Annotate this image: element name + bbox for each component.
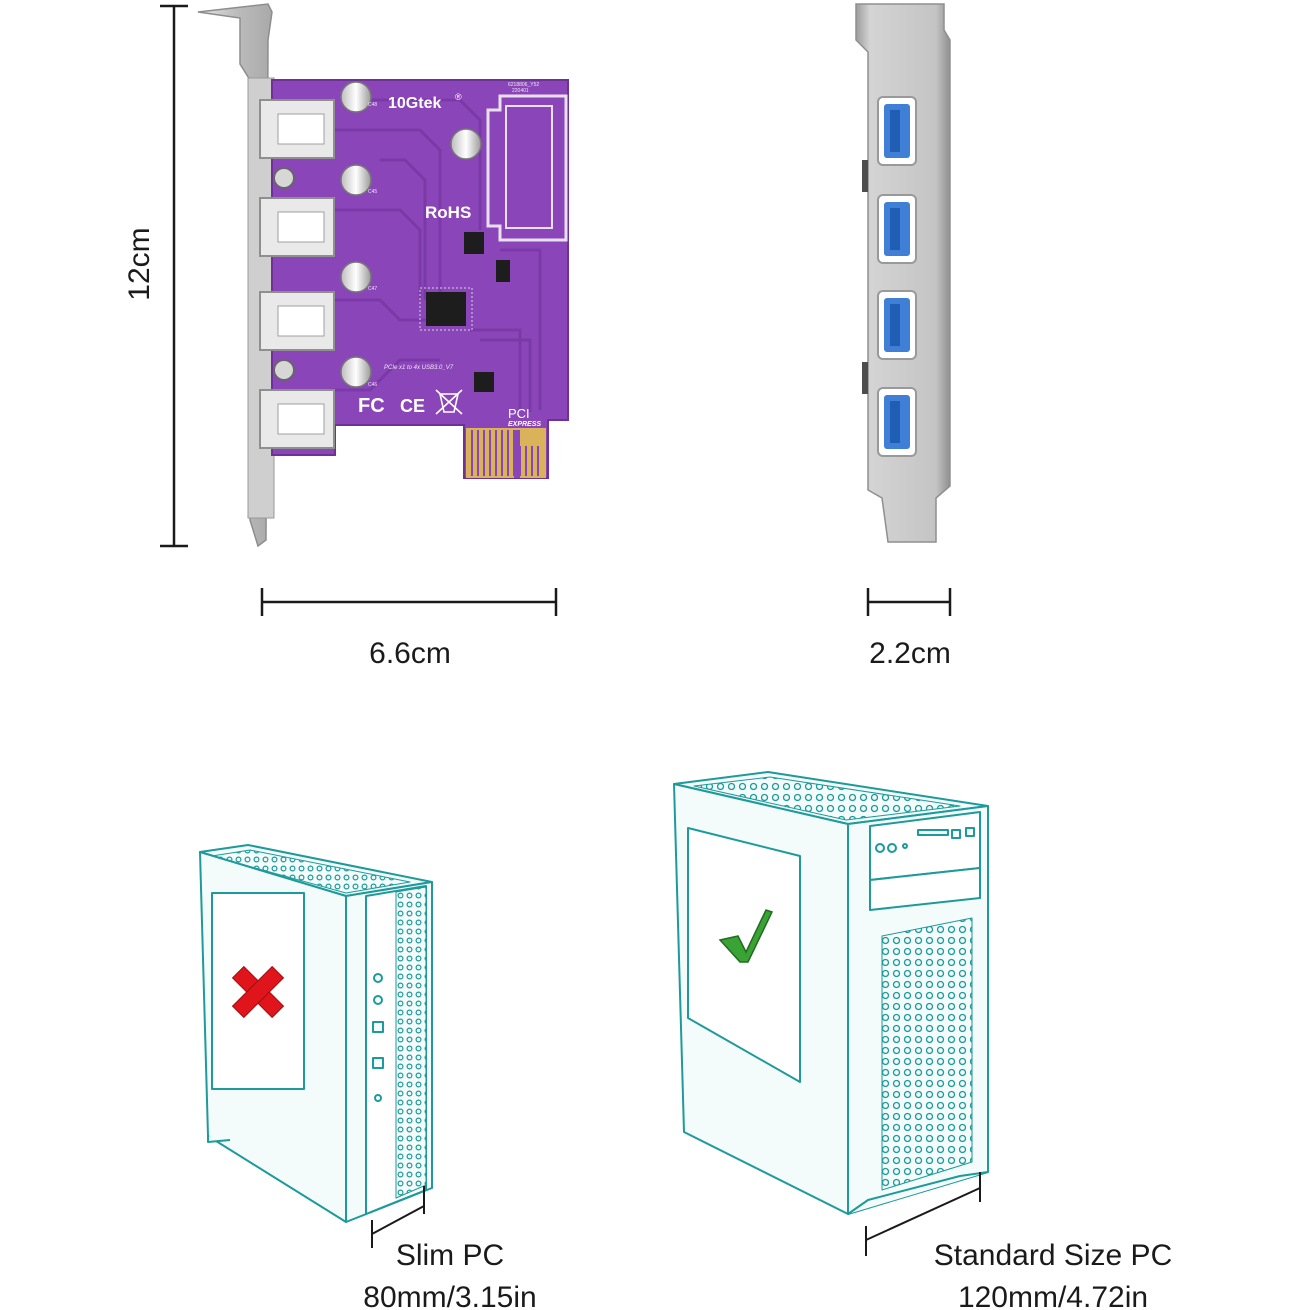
card-bracket (197, 3, 275, 548)
cap-label: C47 (368, 286, 377, 292)
width-dimension-line (260, 588, 558, 616)
weee-bin-icon (435, 389, 463, 415)
card-model-silk: PCIe x1 to 4x USB3.0_V7 (384, 365, 454, 371)
card-rohs: RoHS (425, 203, 471, 222)
standard-pc-illustration (673, 771, 989, 1215)
card-serial-silk: 6218806_Y52 (508, 82, 539, 88)
usb-port (259, 389, 335, 449)
usb-port (259, 197, 335, 257)
slim-pc-name: Slim PC (395, 1239, 505, 1272)
bracket-side-view (855, 3, 951, 543)
usb-port (259, 99, 335, 159)
usb3-port (877, 290, 917, 360)
usb3-port (877, 194, 917, 264)
standard-width-dimension (865, 1172, 981, 1256)
slim-width-dimension (371, 1186, 425, 1248)
card-usb-ports (259, 99, 335, 449)
card-silkscreen: 10Gtek ® RoHS PCIe x1 to 4x USB3.0_V7 62… (358, 82, 541, 428)
sata-power-connector (486, 94, 568, 242)
controller-chip (419, 232, 510, 392)
depth-label: 2.2cm (869, 637, 951, 670)
standard-pc-size: 120mm/4.72in (957, 1281, 1149, 1310)
green-check-icon (718, 909, 774, 963)
usb3-port (877, 387, 917, 457)
cap-label: C46 (368, 382, 377, 388)
width-label: 6.6cm (369, 637, 451, 670)
depth-dimension-line (866, 588, 952, 616)
usb-port (259, 291, 335, 351)
cap-label: C45 (368, 189, 377, 195)
fc-mark: FC (358, 395, 385, 417)
height-label: 12cm (123, 227, 156, 301)
card-brand-mark: ® (455, 92, 462, 102)
standard-pc-name: Standard Size PC (933, 1239, 1173, 1272)
pci-logo: PCI (508, 406, 530, 421)
card-capacitors (340, 81, 482, 388)
red-cross-icon (231, 965, 285, 1019)
height-dimension-line (160, 4, 188, 548)
slim-pc-size: 80mm/3.15in (363, 1281, 537, 1310)
slim-pc-illustration (199, 844, 433, 1223)
card-brand: 10Gtek (388, 95, 441, 112)
card-serial-silk-2: 220401 (512, 88, 529, 94)
pci-express-text: EXPRESS (508, 421, 541, 428)
cap-label: C48 (368, 102, 377, 108)
usb3-port (877, 96, 917, 166)
ce-mark: CE (400, 396, 425, 416)
